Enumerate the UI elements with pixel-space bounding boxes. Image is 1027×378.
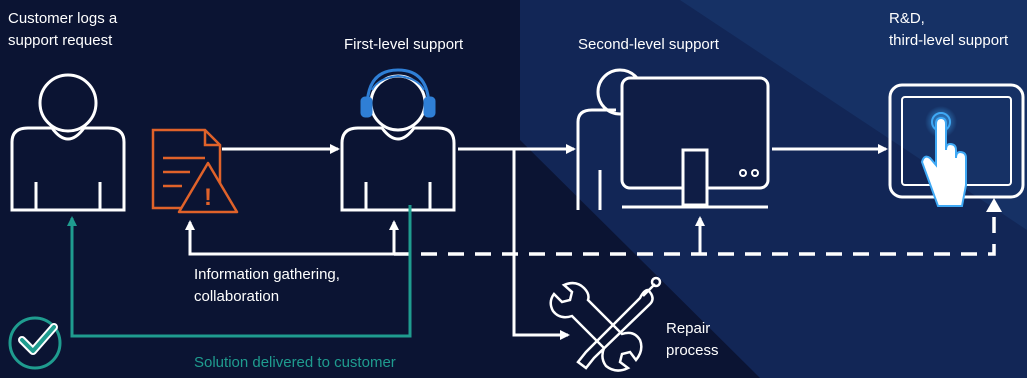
arrow-info-gathering (185, 220, 394, 256)
customer-label: Customer logs a support request (8, 8, 117, 52)
third-level-label-line2: third-level support (889, 32, 1009, 49)
svg-text:!: ! (204, 184, 212, 211)
repair-label: Repair process (666, 318, 719, 362)
arrow-to-repair (512, 149, 570, 340)
dashed-collaboration-line (394, 205, 996, 256)
third-level-label: R&D, third-level support (889, 8, 1008, 52)
wrench-screwdriver-icon (549, 276, 662, 372)
flow-arrows (185, 144, 888, 340)
solution-label: Solution delivered to customer (194, 354, 396, 371)
repair-label-line2: process (666, 342, 719, 359)
person-icon (10, 73, 126, 212)
customer-label-line1: Customer logs a (8, 10, 118, 27)
info-gathering-label-line1: Information gathering, (194, 266, 340, 283)
dashed-arrowhead (986, 198, 1002, 212)
checkmark-badge-icon (8, 316, 62, 370)
info-gathering-label-line2: collaboration (194, 288, 280, 305)
headset-icon (360, 68, 436, 118)
touch-tablet-icon (888, 83, 1025, 207)
info-gathering-label: Information gathering, collaboration (194, 264, 340, 308)
customer-label-line2: support request (8, 32, 113, 49)
second-level-label: Second-level support (578, 36, 719, 53)
solution-return-arrow (67, 205, 412, 338)
warning-document-icon: ! (151, 128, 239, 214)
person-at-monitor-icon (576, 68, 770, 210)
third-level-label-line1: R&D, (889, 10, 925, 27)
headset-person-icon (340, 74, 456, 212)
first-level-label: First-level support (344, 36, 464, 53)
repair-label-line1: Repair (666, 320, 711, 337)
